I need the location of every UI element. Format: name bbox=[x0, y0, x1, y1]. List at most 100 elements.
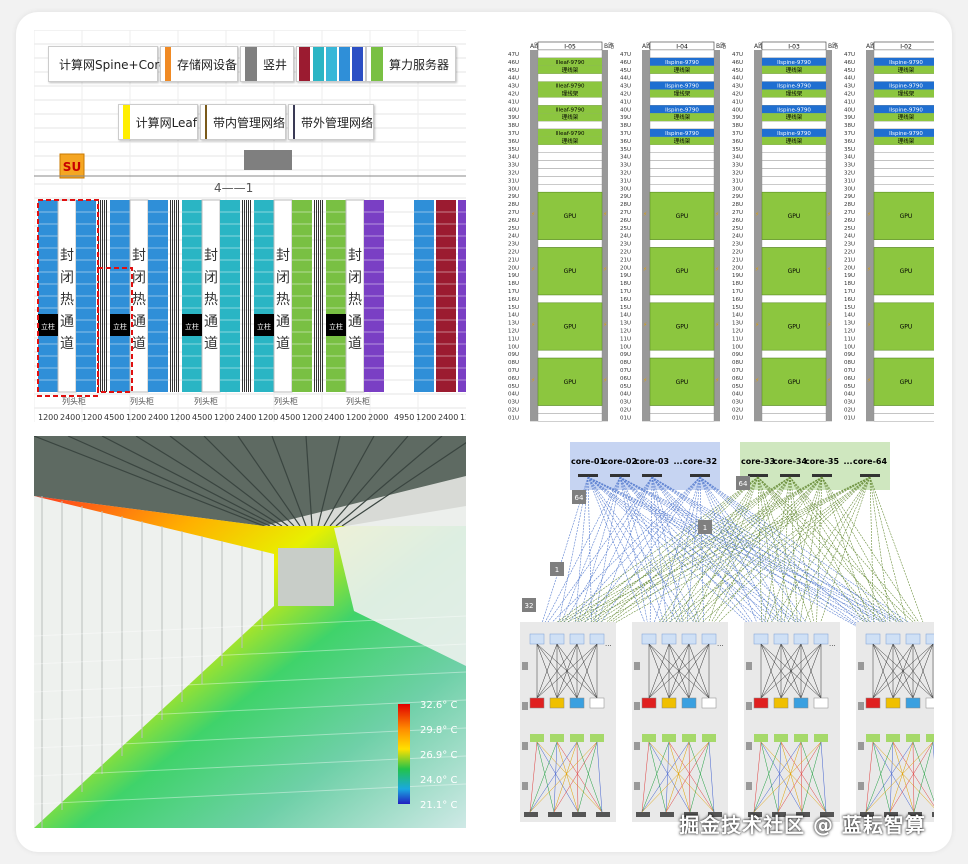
device-label: llspine-9790 bbox=[665, 84, 699, 90]
rack-header-label: I-05 bbox=[564, 44, 576, 51]
unit-label: 36U bbox=[508, 139, 519, 145]
unit-label: 46U bbox=[732, 60, 743, 66]
network-device bbox=[650, 81, 714, 90]
unit-label: 47U bbox=[508, 52, 519, 58]
cable-stripe bbox=[102, 200, 103, 392]
uplink-line bbox=[587, 476, 893, 637]
unit-label: 30U bbox=[508, 186, 519, 192]
rack-unit bbox=[649, 120, 715, 130]
rack-unit bbox=[761, 152, 827, 161]
uplink-line bbox=[667, 476, 791, 637]
rack-unit bbox=[873, 97, 934, 106]
uplink-line bbox=[667, 476, 823, 637]
count-badge-label: 32 bbox=[525, 602, 534, 610]
unit-label: 29U bbox=[844, 194, 855, 200]
unit-label: 05U bbox=[620, 384, 631, 390]
legend-swatch bbox=[123, 105, 130, 139]
unit-label: 45U bbox=[732, 68, 743, 74]
rack-unit bbox=[649, 160, 715, 169]
network-device bbox=[650, 105, 714, 114]
cable-stripe bbox=[242, 200, 243, 392]
unit-label: 44U bbox=[508, 76, 519, 82]
cable-manager bbox=[874, 113, 934, 122]
uplink-line bbox=[789, 476, 799, 637]
pillar-label: 立柱 bbox=[257, 322, 271, 331]
rack-rail bbox=[642, 50, 650, 422]
unit-label: 16U bbox=[508, 297, 519, 303]
uplink-line bbox=[685, 476, 823, 637]
server-link bbox=[892, 741, 915, 813]
unit-label: 47U bbox=[844, 52, 855, 58]
uplink-line bbox=[703, 476, 759, 637]
unit-label: 08U bbox=[508, 360, 519, 366]
uplink-line bbox=[821, 476, 875, 637]
unit-label: 03U bbox=[620, 400, 631, 406]
unit-label: 18U bbox=[508, 281, 519, 287]
power-icon: ⚡ bbox=[643, 322, 647, 329]
device-label: llspine-9790 bbox=[665, 107, 699, 113]
server-link bbox=[800, 741, 827, 813]
rack-unit bbox=[649, 413, 715, 422]
legend-label: 算力服务器 bbox=[389, 57, 450, 72]
uplink-line bbox=[651, 476, 911, 637]
access-switch bbox=[926, 734, 934, 742]
spine-switch bbox=[701, 633, 717, 645]
spine-switch bbox=[529, 633, 545, 645]
legend-storage: 存储网设备 bbox=[160, 46, 238, 82]
cable-manager bbox=[650, 89, 714, 98]
access-switch bbox=[906, 734, 920, 742]
rack-unit bbox=[761, 294, 827, 303]
unit-label: 39U bbox=[844, 115, 855, 121]
uplink-line bbox=[619, 476, 763, 637]
ellipsis: ... bbox=[717, 640, 724, 648]
uplink-line bbox=[537, 476, 791, 637]
unit-label: 06U bbox=[508, 376, 519, 382]
uplink-line bbox=[573, 476, 759, 637]
network-device bbox=[538, 57, 602, 66]
unit-label: 01U bbox=[508, 415, 519, 421]
rack-unit bbox=[537, 413, 603, 422]
leaf-switch bbox=[885, 697, 901, 709]
pod-side-marker bbox=[746, 702, 752, 710]
uplink-line bbox=[685, 476, 791, 637]
cable-stripe bbox=[170, 200, 171, 392]
unit-label: 30U bbox=[620, 186, 631, 192]
device-label: llspine-9790 bbox=[889, 107, 923, 113]
dimension-label: 2400 bbox=[324, 413, 344, 422]
unit-label: 26U bbox=[508, 218, 519, 224]
unit-label: 15U bbox=[732, 305, 743, 311]
device-label: 理线架 bbox=[674, 66, 691, 74]
uplink-line bbox=[587, 476, 781, 637]
count-badge bbox=[522, 598, 536, 612]
rack-unit bbox=[873, 413, 934, 422]
uplink-line bbox=[619, 476, 669, 637]
pillar bbox=[254, 314, 274, 336]
core-switch bbox=[780, 474, 800, 477]
uplink-line bbox=[587, 476, 593, 637]
uplink-line bbox=[649, 476, 791, 637]
rack-unit bbox=[873, 350, 934, 359]
gpu-server bbox=[649, 357, 715, 406]
aisle-char: 通 bbox=[276, 314, 290, 330]
power-icon: ⚡ bbox=[531, 211, 535, 218]
rack-unit bbox=[649, 350, 715, 359]
count-badge-label: 1 bbox=[555, 566, 559, 574]
legend-label: 带外管理网络 bbox=[300, 115, 373, 130]
server-link bbox=[865, 741, 934, 813]
spine-switch bbox=[865, 633, 881, 645]
unit-label: 09U bbox=[844, 352, 855, 358]
pod-side-marker bbox=[858, 782, 864, 790]
server-link bbox=[556, 741, 579, 813]
ceiling-beam bbox=[329, 436, 409, 527]
server-node bbox=[524, 812, 538, 817]
server-link bbox=[865, 741, 894, 813]
unit-label: 09U bbox=[508, 352, 519, 358]
cable-manager bbox=[762, 65, 826, 74]
rack-unit bbox=[537, 239, 603, 248]
cable-stripe bbox=[314, 200, 315, 392]
uplink-line bbox=[821, 476, 911, 637]
rack-unit bbox=[873, 176, 934, 185]
core-label: core-32 bbox=[683, 457, 717, 466]
column-label: 列头柜 bbox=[130, 396, 154, 406]
access-switch bbox=[814, 734, 828, 742]
